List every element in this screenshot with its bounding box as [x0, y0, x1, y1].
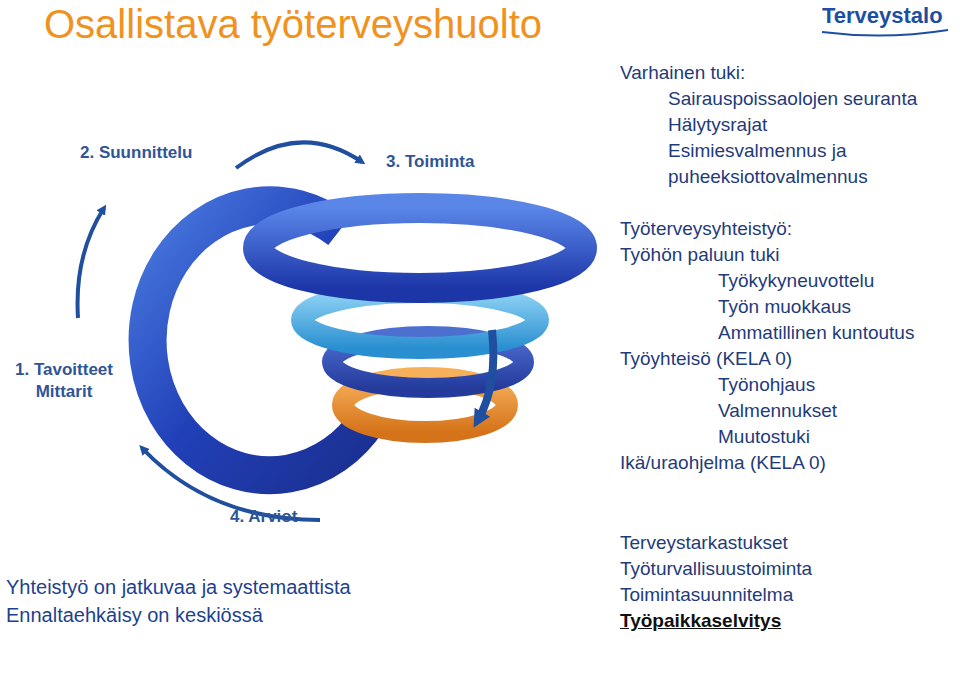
list-item: Työnohjaus — [718, 374, 815, 397]
section-heading: Työterveysyhteistyö: — [620, 218, 792, 241]
list-item: Valmennukset — [718, 400, 837, 423]
list-item: Työyhteisö (KELA 0) — [620, 348, 792, 371]
list-item: Hälytysrajat — [668, 114, 767, 137]
top-ring — [258, 208, 582, 288]
title: Osallistava työterveyshuolto — [44, 0, 542, 48]
section-heading: Varhainen tuki: — [620, 62, 745, 85]
list-item: Muutostuki — [718, 426, 810, 449]
cycle-arrow — [478, 330, 493, 420]
phase-label: 1. Tavoitteet — [15, 360, 113, 380]
phase-label: Mittarit — [36, 382, 93, 402]
cycle-arrow — [78, 208, 104, 318]
list-item: Esimiesvalmennus ja — [668, 140, 846, 163]
list-item: Toimintasuunnitelma — [620, 584, 793, 607]
list-item: Työpaikkaselvitys — [620, 610, 781, 633]
list-item: Terveystarkastukset — [620, 532, 788, 555]
list-item: Työn muokkaus — [718, 296, 851, 319]
phase-label: 3. Toiminta — [386, 152, 474, 172]
phase-label: 4. Arviot — [230, 507, 297, 527]
list-item: Työhön paluun tuki — [620, 244, 780, 267]
cycle-arrow — [236, 142, 362, 168]
list-item: Sairauspoissaolojen seuranta — [668, 88, 917, 111]
list-item: puheeksiottovalmennus — [668, 166, 868, 189]
note: Yhteistyö on jatkuvaa ja systemaattista — [6, 575, 351, 599]
phase-label: 2. Suunnittelu — [80, 143, 192, 163]
logo-swoosh — [822, 30, 948, 36]
list-item: Ammatillinen kuntoutus — [718, 322, 914, 345]
note: Ennaltaehkäisy on keskiössä — [6, 603, 263, 627]
list-item: Ikä/uraohjelma (KELA 0) — [620, 452, 826, 475]
logo: Terveystalo — [822, 3, 943, 29]
list-item: Työturvallisuustoiminta — [620, 558, 812, 581]
list-item: Työkykyneuvottelu — [718, 270, 874, 293]
